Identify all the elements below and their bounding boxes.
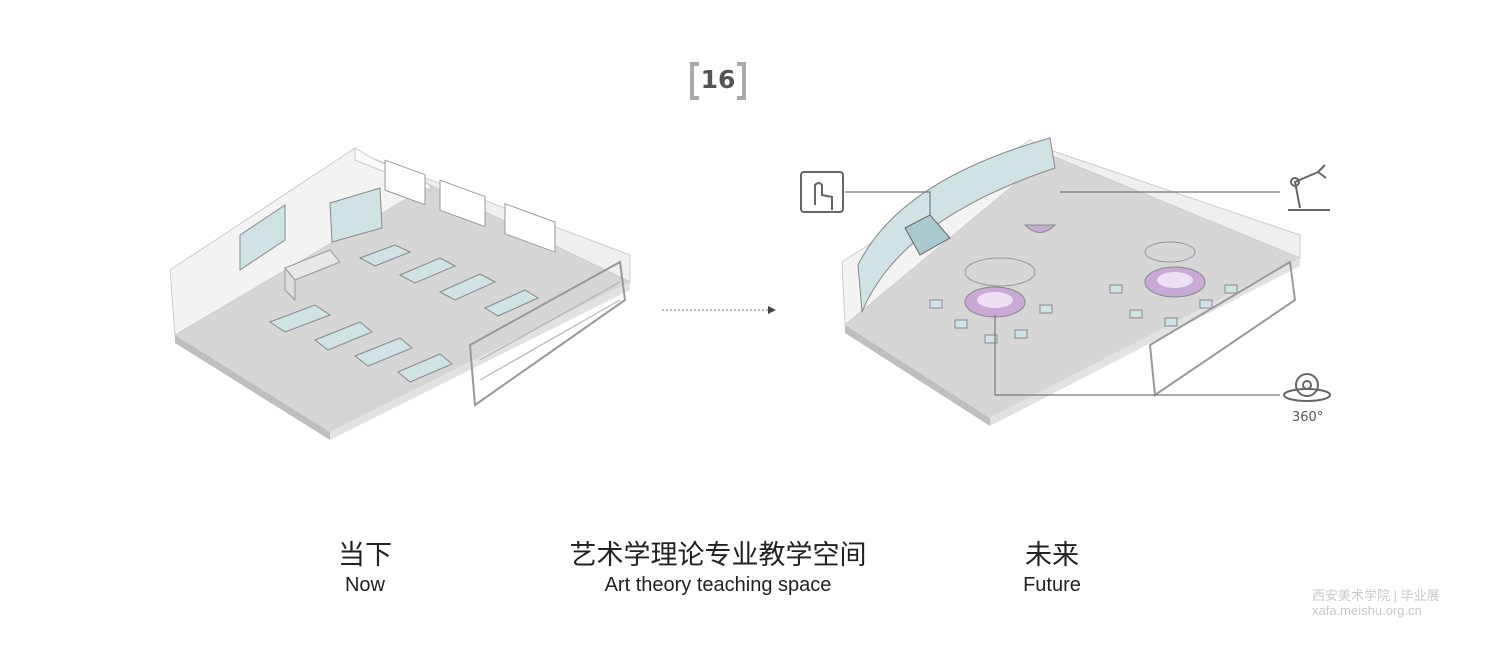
arrow-now-to-future bbox=[662, 306, 776, 314]
caption-now: 当下 Now bbox=[338, 540, 392, 598]
robot-arm-icon bbox=[1288, 164, 1330, 211]
caption-future-zh: 未来 bbox=[1025, 540, 1079, 571]
page-number-badge: 16 bbox=[690, 62, 746, 100]
caption-title-zh: 艺术学理论专业教学空间 bbox=[569, 540, 867, 571]
eye-360-icon bbox=[1283, 373, 1331, 402]
watermark-line1: 西安美术学院 | 毕业展 bbox=[1312, 588, 1440, 603]
caption-now-en: Now bbox=[344, 574, 385, 596]
watermark-line2: xafa.meishu.org.cn bbox=[1312, 603, 1422, 618]
caption-now-zh: 当下 bbox=[338, 540, 392, 571]
watermark: 西安美术学院 | 毕业展 xafa.meishu.org.cn bbox=[1312, 588, 1440, 618]
bracket-icon bbox=[690, 62, 746, 100]
caption-future: 未来 Future bbox=[1023, 540, 1081, 598]
future-classroom bbox=[841, 137, 1301, 426]
touch-screen-icon bbox=[800, 171, 844, 213]
caption-future-en: Future bbox=[1023, 574, 1081, 596]
caption-title-en: Art theory teaching space bbox=[604, 574, 832, 596]
page-number: 16 bbox=[700, 65, 736, 94]
current-classroom bbox=[169, 147, 631, 440]
eye-360-label: 360° bbox=[1292, 410, 1324, 425]
caption-title: 艺术学理论专业教学空间 Art theory teaching space bbox=[570, 540, 867, 598]
